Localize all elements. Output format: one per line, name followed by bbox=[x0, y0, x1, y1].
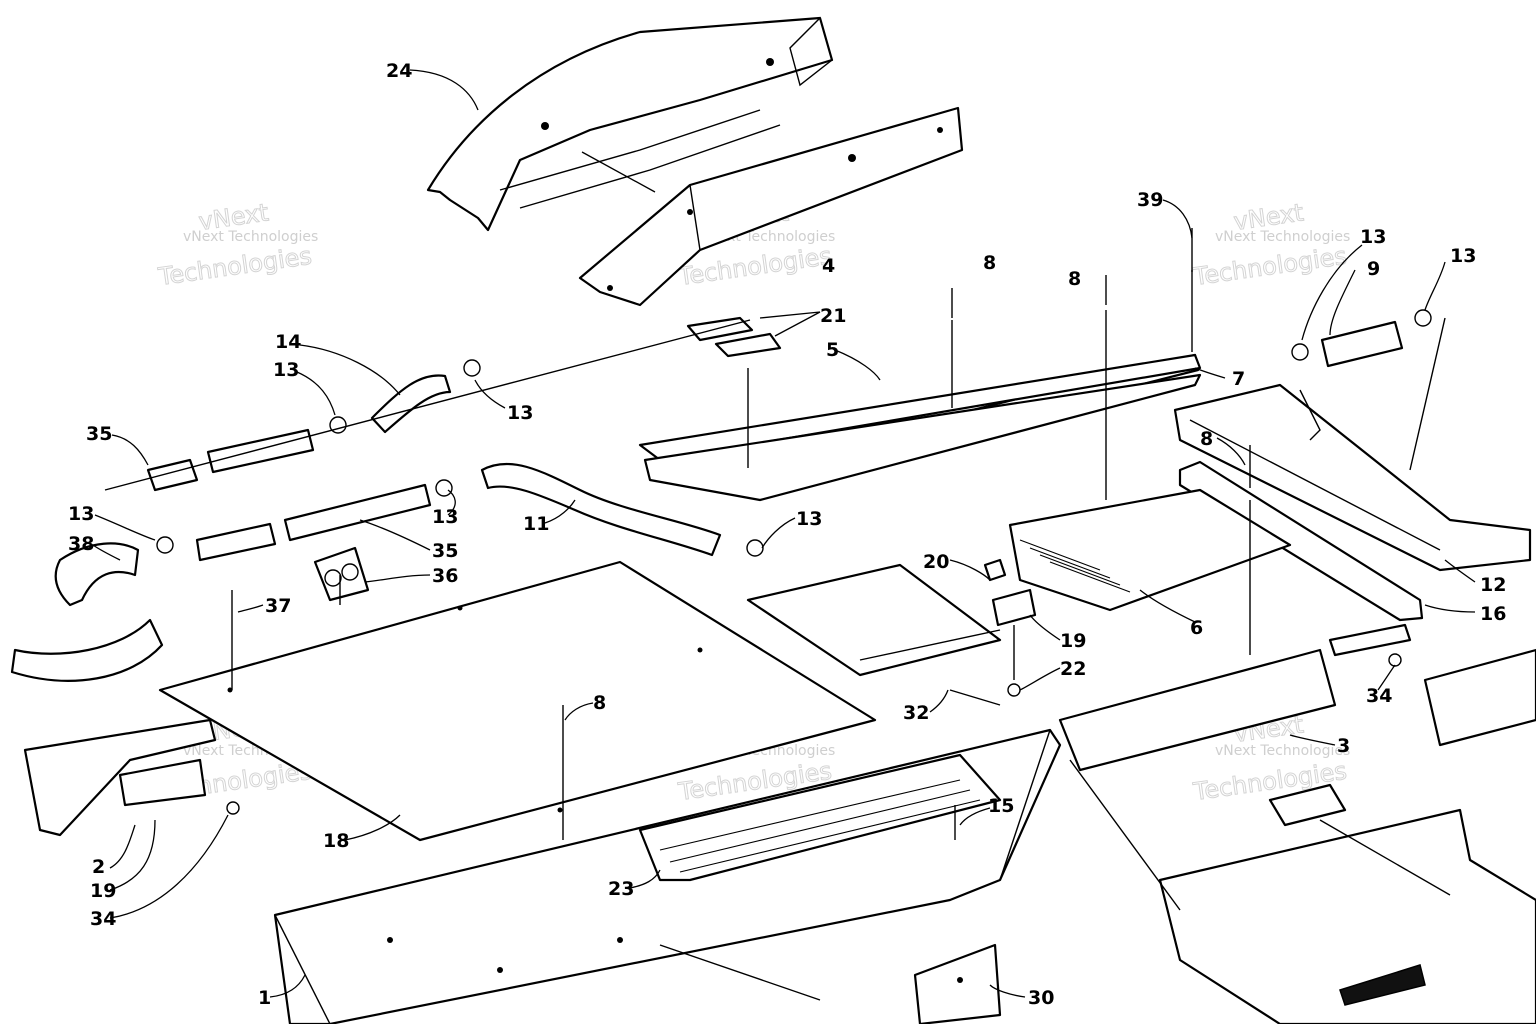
part-23-step bbox=[638, 753, 1002, 882]
callout-13: 13 bbox=[68, 503, 94, 525]
watermark-brand: Technologies bbox=[1191, 242, 1349, 291]
callout-12: 12 bbox=[1480, 574, 1506, 596]
callout-18: 18 bbox=[323, 830, 349, 852]
alignment-lines bbox=[104, 270, 1451, 1001]
part-11-hose bbox=[480, 462, 722, 557]
watermark-text: vNext Technologies bbox=[1215, 743, 1350, 759]
callout-21: 21 bbox=[820, 305, 846, 327]
callout-38: 38 bbox=[68, 533, 94, 555]
callout-34: 34 bbox=[90, 908, 116, 930]
callout-35: 35 bbox=[86, 423, 112, 445]
watermark-text: vNext Technologies bbox=[1215, 229, 1350, 245]
callout-8: 8 bbox=[593, 692, 606, 714]
callout-5: 5 bbox=[826, 339, 839, 361]
part-14-hose bbox=[370, 374, 452, 434]
callout-35: 35 bbox=[432, 540, 458, 562]
part-2-left-rail bbox=[23, 718, 217, 837]
callout-11: 11 bbox=[523, 513, 549, 535]
part-12-right-plate bbox=[1173, 383, 1532, 572]
callout-13: 13 bbox=[273, 359, 299, 381]
callout-8: 8 bbox=[983, 252, 996, 274]
callout-37: 37 bbox=[265, 595, 291, 617]
callout-23: 23 bbox=[608, 878, 634, 900]
callout-32: 32 bbox=[903, 702, 929, 724]
part-36-grommet bbox=[313, 546, 370, 602]
callout-13: 13 bbox=[796, 508, 822, 530]
callout-8: 8 bbox=[1068, 268, 1081, 290]
callout-2: 2 bbox=[92, 856, 105, 878]
callout-13: 13 bbox=[432, 506, 458, 528]
part-6-tray bbox=[1008, 488, 1292, 612]
leader-lines bbox=[92, 69, 1476, 998]
part-38-hose bbox=[10, 542, 164, 682]
callout-7: 7 bbox=[1232, 368, 1245, 390]
callout-15: 15 bbox=[988, 795, 1014, 817]
part-4-side-panel bbox=[578, 106, 964, 307]
callout-13: 13 bbox=[507, 402, 533, 424]
part-hood-section bbox=[1158, 783, 1536, 1024]
callout-24: 24 bbox=[386, 60, 412, 82]
callout-9: 9 bbox=[1367, 258, 1380, 280]
part-30-bracket bbox=[913, 943, 1002, 1024]
part-right-bracket bbox=[1423, 648, 1536, 747]
fasteners bbox=[226, 228, 1402, 840]
callout-8: 8 bbox=[1200, 428, 1213, 450]
part-18-floor-plate bbox=[158, 560, 877, 842]
callout-3: 3 bbox=[1337, 735, 1350, 757]
callout-19: 19 bbox=[90, 880, 116, 902]
callout-36: 36 bbox=[432, 565, 458, 587]
part-24-upper-shroud bbox=[426, 16, 834, 232]
callout-30: 30 bbox=[1028, 987, 1054, 1009]
part-20-plate bbox=[746, 563, 1002, 677]
part-35-hose-lower bbox=[195, 483, 432, 562]
callout-4: 4 bbox=[822, 255, 835, 277]
callout-labels: 24 4 39 8 8 21 5 7 13 9 13 14 13 13 35 1… bbox=[68, 60, 1506, 1009]
callout-19: 19 bbox=[1060, 630, 1086, 652]
part-7-long-rail bbox=[638, 353, 1202, 502]
callout-20: 20 bbox=[923, 551, 949, 573]
callout-39: 39 bbox=[1137, 189, 1163, 211]
part-3-chassis-bar bbox=[1058, 623, 1412, 772]
part-9-tube bbox=[1320, 320, 1404, 368]
callout-34: 34 bbox=[1366, 685, 1392, 707]
callout-22: 22 bbox=[1060, 658, 1086, 680]
callout-13: 13 bbox=[1360, 226, 1386, 248]
part-13-clamps bbox=[156, 309, 1432, 557]
callout-16: 16 bbox=[1480, 603, 1506, 625]
callout-14: 14 bbox=[275, 331, 301, 353]
callout-13: 13 bbox=[1450, 245, 1476, 267]
part-35-hose-upper bbox=[146, 428, 315, 492]
callout-1: 1 bbox=[258, 987, 271, 1009]
watermark-brand: Technologies bbox=[156, 242, 314, 291]
part-16-rail bbox=[1178, 460, 1424, 622]
callout-6: 6 bbox=[1190, 617, 1203, 639]
watermark-text: vNext Technologies bbox=[183, 229, 318, 245]
